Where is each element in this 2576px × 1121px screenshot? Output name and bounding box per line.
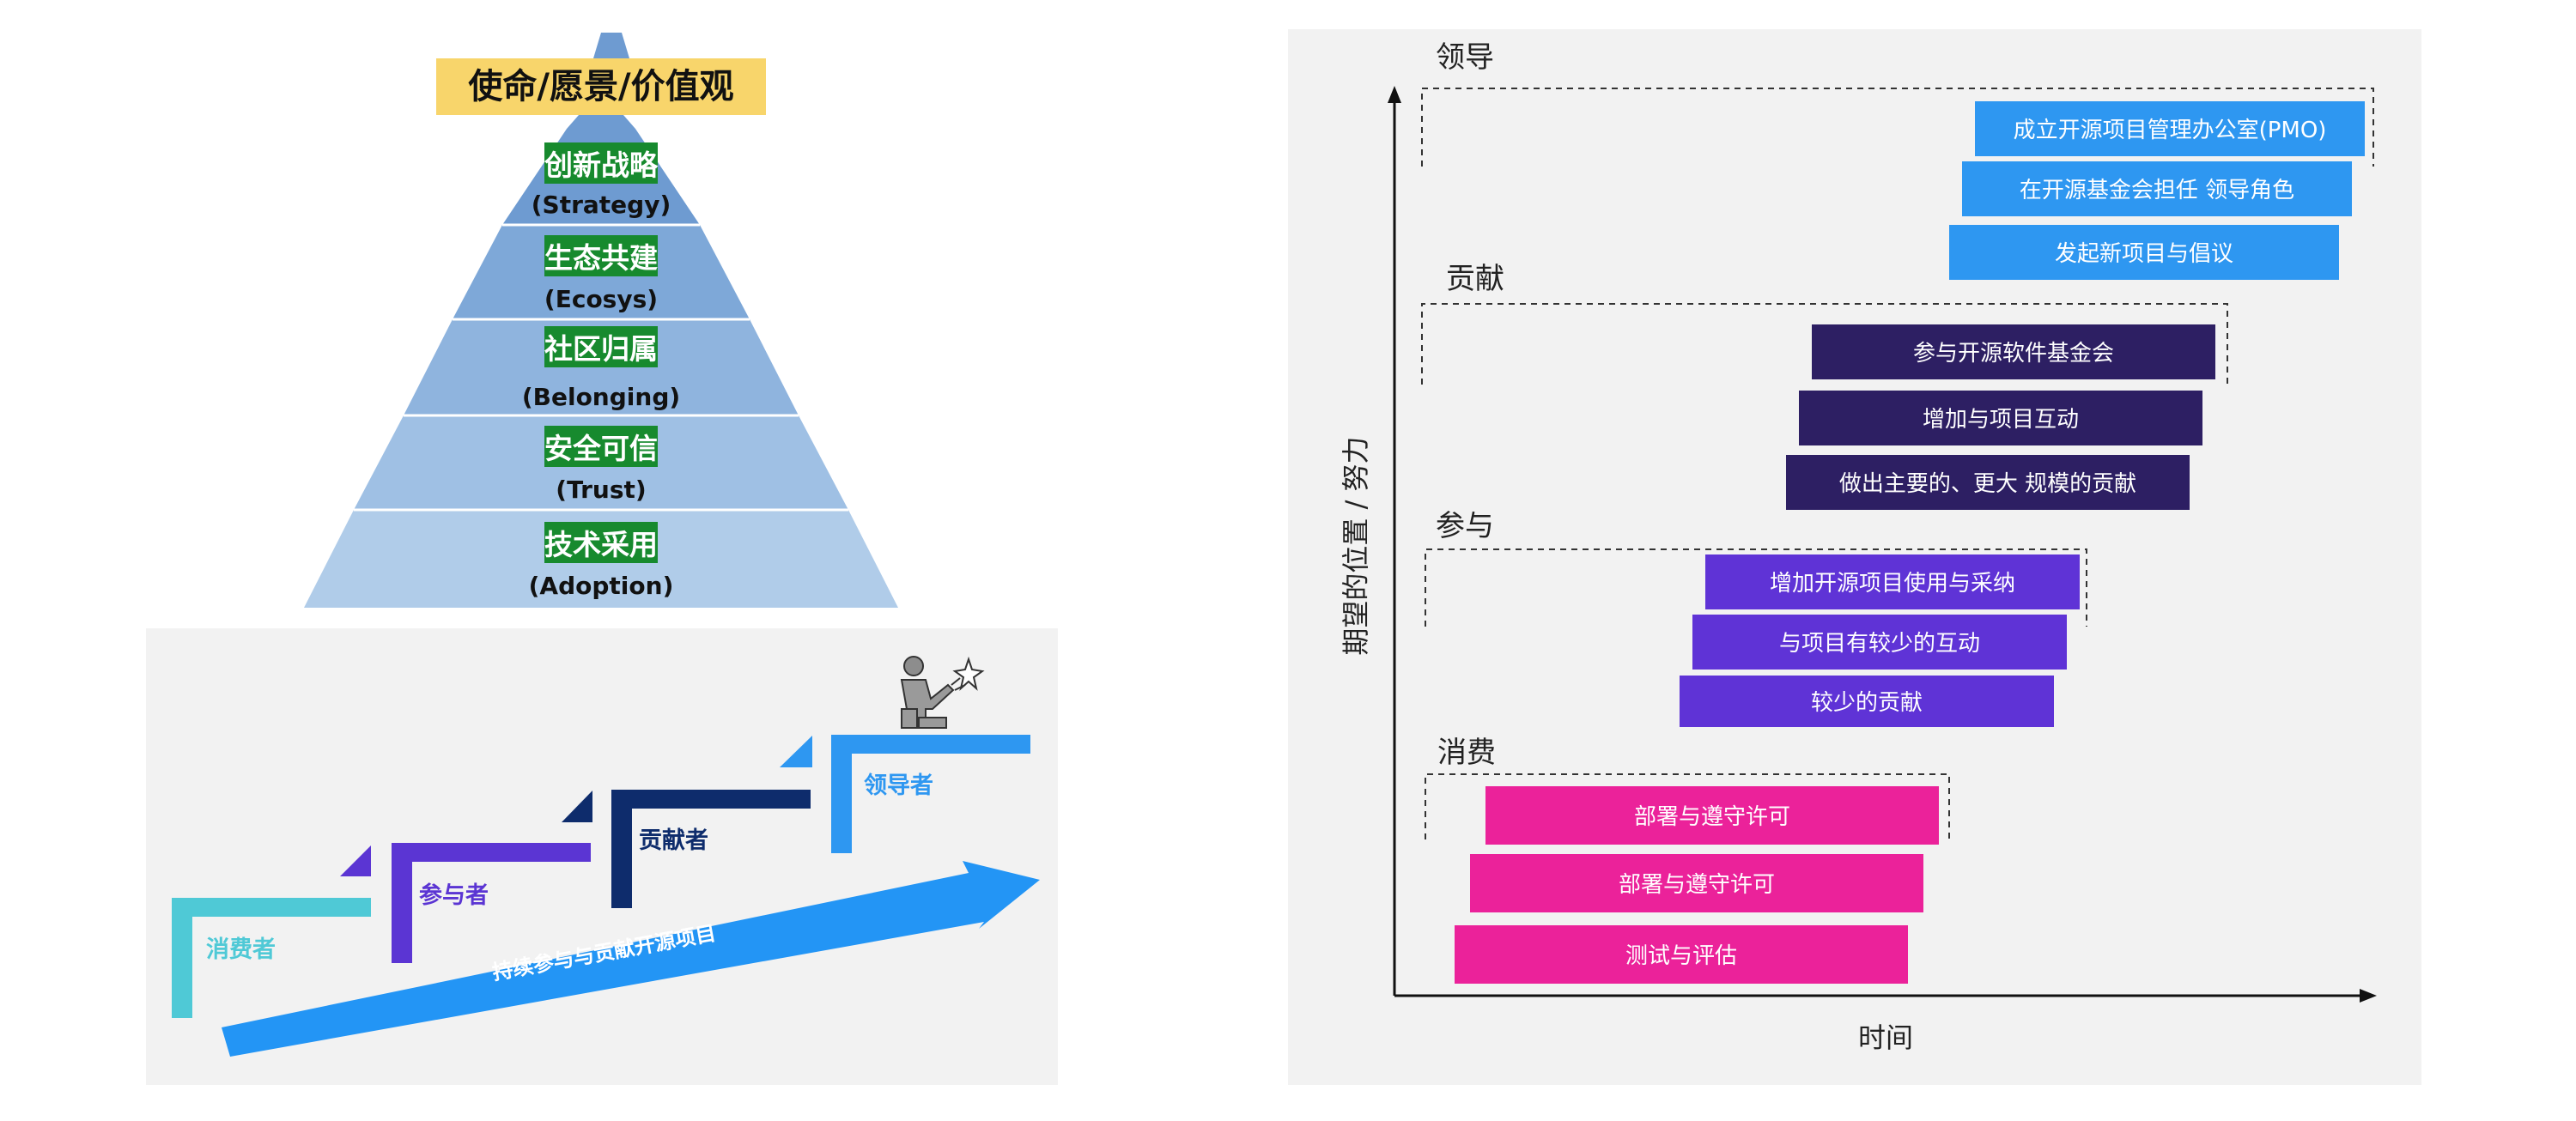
bar-lead (1949, 225, 2339, 280)
pyramid-neck (567, 115, 635, 129)
stair-corner-triangle (562, 791, 592, 822)
y-axis-label: 期望的位置 / 努力 (1340, 436, 1372, 655)
bar-label-participate: 较少的贡献 (1811, 690, 1923, 716)
stair-leader (831, 735, 1030, 853)
stair-label-contributor: 贡献者 (639, 827, 708, 854)
pyramid-level-cn: 安全可信 (544, 432, 658, 465)
bar-participate (1705, 554, 2080, 609)
group-bracket-participate (1425, 548, 2087, 627)
group-bracket-consume (1425, 773, 1950, 839)
pyramid-top-banner (436, 58, 766, 115)
bar-label-consume: 部署与遵守许可 (1619, 872, 1775, 898)
group-label-consume: 消费 (1437, 736, 1496, 770)
group-bracket-contribute (1421, 303, 2228, 385)
bar-contribute (1799, 391, 2202, 445)
stair-corner-triangle (340, 845, 371, 876)
bar-label-contribute: 增加与项目互动 (1923, 407, 2079, 433)
stair-label-consumer: 消费者 (206, 936, 276, 963)
pyramid-level-en: (Adoption) (529, 572, 674, 600)
pyramid-label-box (544, 326, 658, 367)
pyramid-label-box (544, 142, 658, 184)
bar-contribute (1786, 455, 2190, 510)
engagement-chart: 期望的位置 / 努力 时间 领导 成立开源项目管理办公室(PMO) 在开源基金会… (1288, 29, 2421, 1085)
bar-participate (1680, 676, 2054, 727)
person-pointing-star-icon (900, 656, 985, 729)
stair-label-participant: 参与者 (419, 882, 489, 909)
bar-consume (1485, 786, 1939, 845)
pyramid-level-cn: 创新战略 (544, 148, 659, 182)
group-label-lead: 领导 (1436, 40, 1494, 75)
pyramid-level-cn: 社区归属 (544, 332, 658, 366)
pyramid-top-label: 使命/愿景/价值观 (468, 67, 733, 106)
stair-corner-triangle (780, 736, 812, 767)
pyramid-level-en: (Trust) (556, 476, 646, 504)
pyramid-label-box (544, 426, 658, 467)
stairs-panel: 消费者 参与者 贡献者 领导者 持续参与与贡献开源项目 (146, 628, 1058, 1085)
bar-label-lead: 成立开源项目管理办公室(PMO) (2014, 118, 2327, 143)
group-bracket-lead (1421, 88, 2374, 167)
bar-consume (1455, 925, 1908, 984)
bar-participate (1692, 615, 2067, 670)
pyramid-level-cn: 生态共建 (544, 241, 658, 275)
stair-contributor (611, 790, 811, 908)
bar-consume (1470, 854, 1923, 912)
stair-label-leader: 领导者 (864, 773, 933, 799)
y-axis-arrowhead (1388, 86, 1401, 103)
bar-lead (1975, 101, 2365, 156)
progress-arrow (222, 861, 1040, 1057)
pyramid-level-en: (Belonging) (522, 383, 680, 411)
bar-label-participate: 增加开源项目使用与采纳 (1770, 571, 2015, 597)
x-axis-arrowhead (2360, 989, 2377, 1003)
stair-consumer (172, 898, 371, 1018)
x-axis-label: 时间 (1858, 1021, 1913, 1054)
bar-label-contribute: 参与开源软件基金会 (1913, 341, 2114, 367)
bar-label-lead: 发起新项目与倡议 (2055, 241, 2233, 267)
pyramid-level-en: (Strategy) (532, 191, 671, 219)
bar-label-consume: 部署与遵守许可 (1634, 804, 1790, 830)
bar-label-participate: 与项目有较少的互动 (1779, 631, 1980, 657)
bar-lead (1962, 161, 2352, 216)
pyramid-level-en: (Ecosys) (544, 285, 658, 313)
pyramid: 使命/愿景/价值观 创新战略 (Strategy) 生态共建 (Ecosys) … (304, 33, 898, 608)
bar-contribute (1812, 324, 2215, 379)
group-label-participate: 参与 (1436, 509, 1494, 543)
stair-participant (392, 843, 591, 963)
group-label-contribute: 贡献 (1446, 262, 1504, 296)
pyramid-level-cn: 技术采用 (544, 528, 658, 561)
bar-label-lead: 在开源基金会担任 领导角色 (2020, 178, 2294, 203)
pyramid-label-box (544, 522, 658, 563)
bar-label-consume: 测试与评估 (1625, 943, 1737, 969)
pyramid-label-box (544, 235, 658, 276)
bar-label-contribute: 做出主要的、更大 规模的贡献 (1839, 471, 2136, 497)
